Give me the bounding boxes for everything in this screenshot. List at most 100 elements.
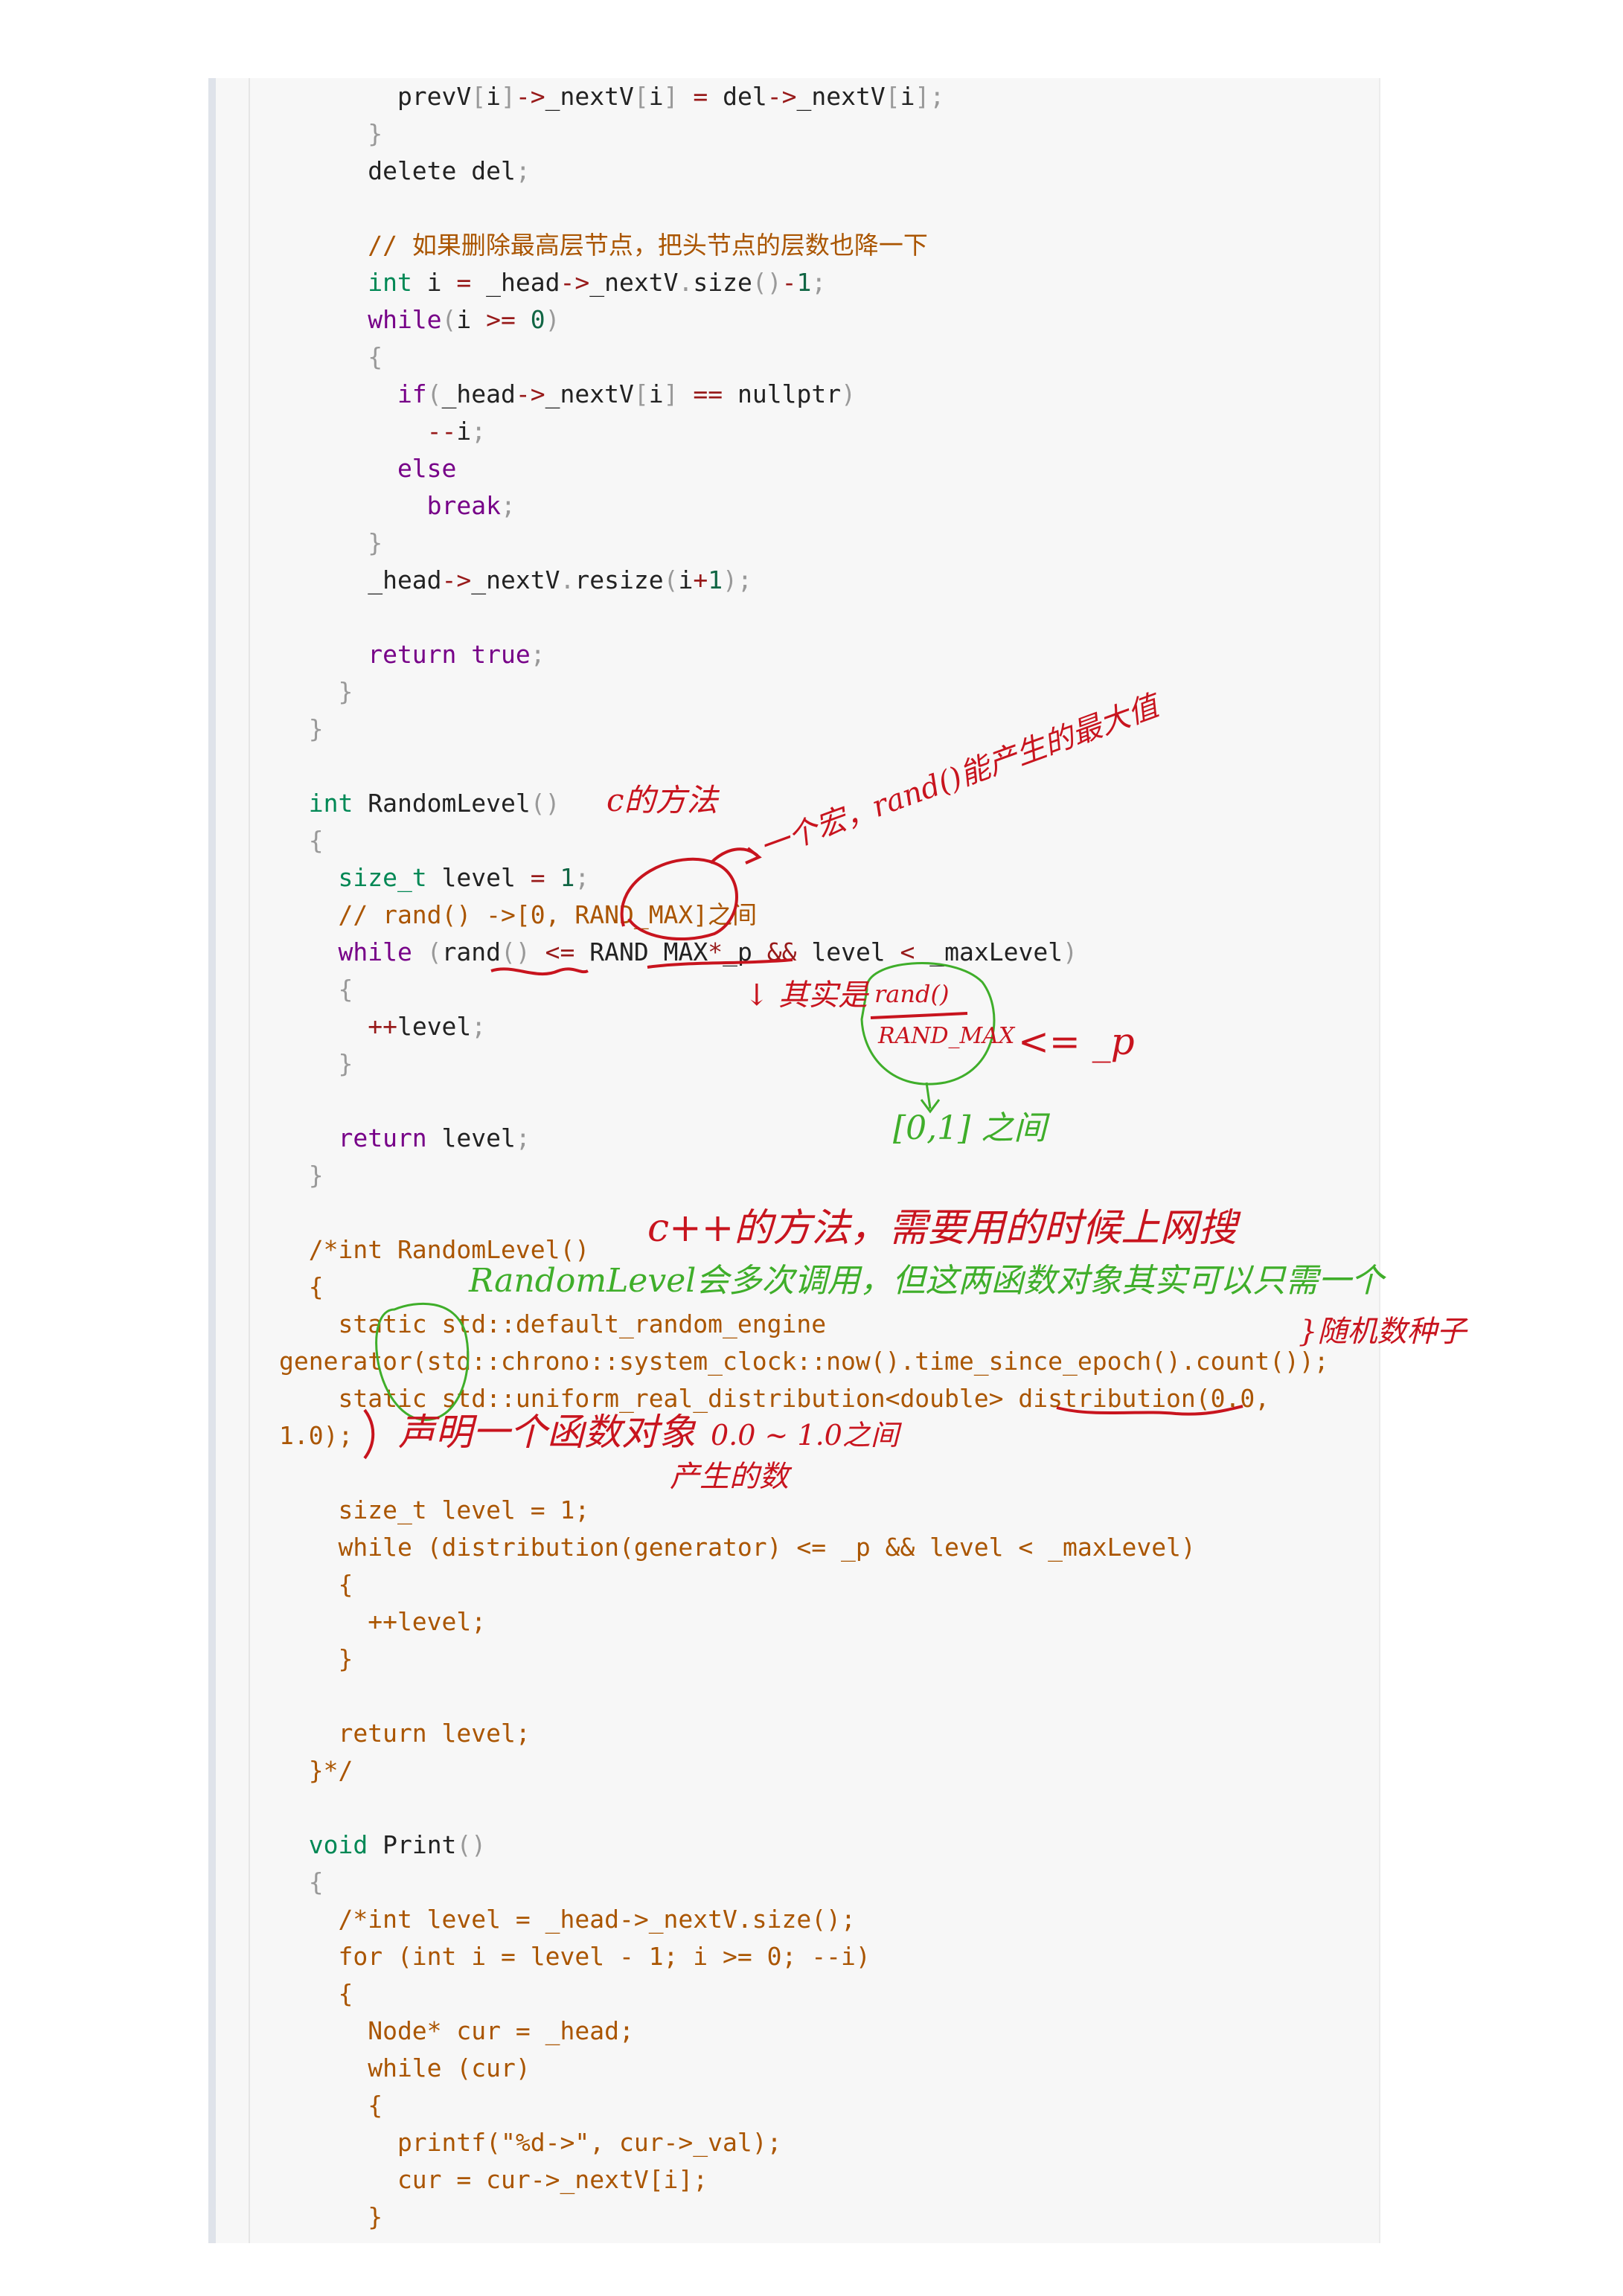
- note-function-object: 声明一个函数对象: [398, 1411, 696, 1454]
- code-line: delete del;: [279, 153, 531, 190]
- code-token: ;: [929, 82, 945, 111]
- code-token: ;: [501, 491, 516, 520]
- note-called-often: RandomLevel会多次调用，但这两函数对象其实可以只需一个: [469, 1262, 1384, 1300]
- code-token: (): [752, 268, 782, 297]
- code-token: Node* cur = _head;: [279, 2016, 634, 2045]
- code-token: _head: [279, 565, 442, 594]
- code-token: &&: [766, 937, 797, 966]
- code-token: void: [279, 1830, 368, 1859]
- code-line: // rand() ->[0, RAND_MAX]之间: [279, 897, 757, 934]
- code-token: =: [693, 82, 708, 111]
- code-token: while: [279, 305, 442, 334]
- code-token: ;: [530, 640, 545, 669]
- code-token: [: [633, 379, 649, 408]
- code-line: {: [279, 339, 382, 376]
- code-token: break: [279, 491, 502, 520]
- code-line: return true;: [279, 636, 545, 673]
- code-token: [: [885, 82, 900, 111]
- code-token: (): [501, 937, 531, 966]
- code-token: {: [279, 1272, 324, 1301]
- code-line: while(i >= 0): [279, 301, 560, 339]
- code-token: =: [530, 863, 545, 892]
- note-zero-one: [0,1] 之间: [893, 1109, 1047, 1147]
- code-line: generator(std::chrono::system_clock::now…: [279, 1343, 1329, 1380]
- code-token: }: [279, 1049, 353, 1078]
- code-token: <=: [545, 937, 575, 966]
- code-line: else: [279, 450, 456, 487]
- code-token: rand: [441, 937, 502, 966]
- code-token: _nextV: [796, 82, 886, 111]
- code-line: printf("%d->", cur->_val);: [279, 2124, 782, 2161]
- code-token: i: [648, 379, 664, 408]
- code-token: /*int RandomLevel(): [279, 1235, 590, 1264]
- code-line: {: [279, 2087, 382, 2124]
- code-token: nullptr: [723, 379, 842, 408]
- code-token: i: [900, 82, 915, 111]
- code-token: ]: [663, 82, 679, 111]
- code-token: ): [841, 379, 856, 408]
- code-token: ;: [515, 156, 531, 185]
- code-token: .: [560, 565, 575, 594]
- code-token: {: [279, 826, 324, 855]
- code-line: {: [279, 822, 324, 859]
- code-token: //: [279, 231, 412, 260]
- code-line: break;: [279, 487, 516, 525]
- code-line: {: [279, 1864, 324, 1901]
- code-token: ]: [663, 379, 679, 408]
- code-token: }: [279, 1161, 324, 1190]
- code-token: while (cur): [279, 2053, 531, 2082]
- code-token: if: [279, 379, 427, 408]
- code-token: RandomLevel: [353, 789, 531, 818]
- code-token: ->: [766, 82, 797, 111]
- code-line: }*/: [279, 1752, 353, 1789]
- code-token: }: [279, 677, 353, 706]
- code-token: /*int level = _head->_nextV.size();: [279, 1905, 856, 1934]
- code-token: ;: [515, 1123, 531, 1152]
- note-random-seed: }随机数种子: [1299, 1315, 1467, 1349]
- code-token: int: [279, 268, 412, 297]
- code-line: }: [279, 711, 324, 748]
- code-line: }: [279, 525, 382, 562]
- code-token: [545, 863, 560, 892]
- code-token: return: [279, 640, 457, 669]
- code-token: _maxLevel: [915, 937, 1063, 966]
- code-line: {: [279, 1566, 353, 1603]
- code-token: delete del: [279, 156, 516, 185]
- note-fraction-bottom: RAND_MAX: [878, 1023, 1015, 1049]
- code-token: ): [1063, 937, 1078, 966]
- code-token: return level;: [279, 1719, 531, 1748]
- code-token: generator(std::chrono::system_clock::now…: [279, 1347, 1329, 1376]
- note-generated: 产生的数: [670, 1460, 789, 1494]
- code-token: [531, 937, 545, 966]
- code-token: {: [279, 1867, 324, 1896]
- code-token: // rand() ->[0, RAND_MAX]: [279, 900, 708, 929]
- code-line: {: [279, 1269, 324, 1306]
- code-line: void Print(): [279, 1827, 486, 1864]
- code-line: prevV[i]->_nextV[i] = del->_nextV[i];: [279, 78, 944, 115]
- code-token: size: [693, 268, 752, 297]
- code-token: {: [279, 1979, 353, 2008]
- code-token: ->: [560, 268, 590, 297]
- code-line: while (distribution(generator) <= _p && …: [279, 1529, 1195, 1566]
- code-token: .: [678, 268, 694, 297]
- code-token: (: [426, 379, 442, 408]
- code-line: return level;: [279, 1120, 531, 1157]
- code-line: /*int level = _head->_nextV.size();: [279, 1901, 856, 1938]
- code-line: }: [279, 2199, 382, 2236]
- code-token: ;: [811, 268, 827, 297]
- code-line: while (rand() <= RAND_MAX*_p && level < …: [279, 934, 1078, 971]
- code-line: _head->_nextV.resize(i+1);: [279, 562, 752, 599]
- code-token: ): [545, 305, 560, 334]
- code-token: --: [279, 417, 457, 446]
- code-token: 1: [708, 565, 723, 594]
- code-token: }*/: [279, 1756, 353, 1785]
- code-token: }: [279, 1644, 353, 1673]
- code-line: --i;: [279, 413, 487, 450]
- code-token: _p: [723, 937, 767, 966]
- code-line: {: [279, 1975, 353, 2013]
- note-le-p: <= _p: [1018, 1020, 1135, 1063]
- code-token: level: [426, 863, 531, 892]
- code-token: 如果删除最高层节点，把头节点的层数也降一下: [412, 231, 928, 260]
- code-token: [: [633, 82, 649, 111]
- note-cpp-method: c++的方法，需要用的时候上网搜: [647, 1206, 1238, 1251]
